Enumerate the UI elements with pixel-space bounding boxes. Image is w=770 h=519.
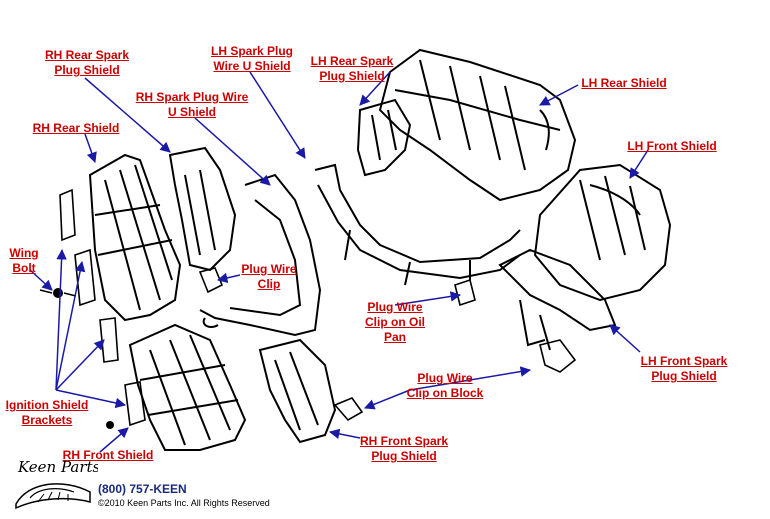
label-line: Ignition Shield	[5, 398, 89, 412]
lh-rear-shield-part	[378, 48, 577, 202]
label-line: Wing	[9, 246, 39, 260]
label-line: LH Front Shield	[627, 139, 717, 153]
lh-front-shield-part	[533, 163, 672, 302]
label-line: RH Spark Plug Wire	[135, 90, 249, 104]
label-line: Clip on Block	[406, 386, 484, 400]
label-rh-front-spark-plug-shield[interactable]: RH Front Spark Plug Shield	[356, 434, 452, 464]
label-lh-rear-spark-plug-shield[interactable]: LH Rear Spark Plug Shield	[306, 54, 398, 84]
rh-rear-shield-part	[88, 153, 182, 322]
label-line: Plug Shield	[651, 369, 717, 383]
label-line: Clip on Oil	[365, 315, 425, 329]
label-line: LH Front Spark	[640, 354, 728, 368]
label-lh-front-spark-plug-shield[interactable]: LH Front Spark Plug Shield	[637, 354, 731, 384]
label-line: Plug Wire	[367, 300, 423, 314]
small-clips	[39, 188, 577, 429]
label-line: Clip	[257, 277, 281, 291]
label-line: Plug Shield	[371, 449, 437, 463]
label-wing-bolt[interactable]: Wing Bolt	[4, 246, 44, 276]
pointer-arrows	[29, 71, 649, 453]
label-plug-wire-clip-on-block[interactable]: Plug Wire Clip on Block	[404, 371, 486, 401]
rh-front-shield-part	[128, 323, 247, 451]
label-rh-rear-spark-plug-shield[interactable]: RH Rear Spark Plug Shield	[40, 48, 134, 78]
label-line: Wire U Shield	[213, 59, 291, 73]
label-line: LH Spark Plug	[210, 44, 293, 58]
lh-spark-plug-wire-u-shield-part	[314, 163, 521, 286]
label-lh-front-shield[interactable]: LH Front Shield	[626, 139, 718, 154]
label-line: RH Rear Spark	[44, 48, 130, 62]
label-line: RH Rear Shield	[32, 121, 120, 135]
label-line: Pan	[383, 330, 406, 344]
phone-number[interactable]: (800) 757-KEEN	[98, 482, 187, 496]
label-line: Plug Wire	[241, 262, 297, 276]
label-rh-rear-shield[interactable]: RH Rear Shield	[30, 121, 122, 136]
label-line: RH Front Shield	[62, 448, 154, 462]
label-line: Plug Shield	[54, 63, 120, 77]
label-line: Plug Shield	[319, 69, 385, 83]
rh-front-spark-plug-shield-part	[258, 338, 337, 444]
label-ignition-shield-brackets[interactable]: Ignition Shield Brackets	[2, 398, 92, 428]
lh-rear-spark-plug-shield-part	[356, 98, 412, 177]
label-line: Bolt	[12, 261, 36, 275]
footer: Keen Parts	[8, 452, 308, 514]
label-lh-rear-shield[interactable]: LH Rear Shield	[579, 76, 669, 91]
label-rh-front-shield[interactable]: RH Front Shield	[62, 448, 154, 463]
label-plug-wire-clip-on-oil-pan[interactable]: Plug Wire Clip on Oil Pan	[362, 300, 428, 345]
label-lh-spark-plug-wire-u-shield[interactable]: LH Spark Plug Wire U Shield	[206, 44, 298, 74]
label-line: LH Rear Shield	[581, 76, 667, 90]
label-plug-wire-clip[interactable]: Plug Wire Clip	[238, 262, 300, 292]
label-rh-spark-plug-wire-u-shield[interactable]: RH Spark Plug Wire U Shield	[132, 90, 252, 120]
logo-text: Keen Parts	[17, 458, 98, 476]
copyright-notice: ©2010 Keen Parts Inc. All Rights Reserve…	[98, 498, 270, 508]
label-line: Brackets	[21, 413, 73, 427]
label-line: LH Rear Spark	[310, 54, 394, 68]
label-line: RH Front Spark	[359, 434, 448, 448]
label-line: U Shield	[167, 105, 216, 119]
label-line: Plug Wire	[417, 371, 473, 385]
rh-rear-spark-plug-shield-part	[168, 146, 237, 272]
corvette-logo: Keen Parts	[15, 458, 101, 510]
rh-spark-plug-wire-u-shield-part	[199, 173, 322, 337]
